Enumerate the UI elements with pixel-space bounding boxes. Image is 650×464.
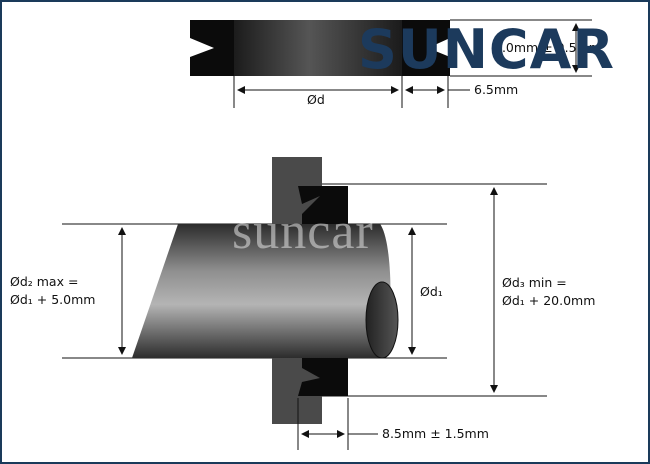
d2-label-line1: Ød₂ max = [10, 274, 78, 289]
shaft-end-face [365, 281, 399, 359]
logo-text: SUNCAR [358, 18, 615, 81]
d2-label-line2: Ød₁ + 5.0mm [10, 292, 95, 307]
diameter-d-label: Ød [307, 92, 325, 107]
seal-lip-right [402, 20, 450, 76]
height-label: 6.0mm ± 0.5mm [494, 40, 601, 55]
d1-label: Ød₁ [420, 284, 443, 299]
d3-label-line2: Ød₁ + 20.0mm [502, 293, 595, 308]
seal-ring-body [232, 20, 404, 76]
gap-label: 8.5mm ± 1.5mm [382, 426, 489, 441]
shaft [132, 224, 391, 358]
d3-label-line1: Ød₃ min = [502, 275, 567, 290]
seal-section-lower [298, 358, 348, 396]
seal-lip-left [190, 20, 234, 76]
brand-logo: SUNCAR [358, 18, 615, 81]
section-view: Ød₂ max = Ød₁ + 5.0mm Ød₁ Ød₃ min = Ød₁ … [10, 157, 595, 450]
top-seal-view: Ød 6.5mm 6.0mm ± 0.5mm [190, 19, 601, 108]
width-label: 6.5mm [474, 82, 518, 97]
seal-section-upper [298, 186, 348, 224]
watermark-text: suncar [232, 203, 374, 260]
